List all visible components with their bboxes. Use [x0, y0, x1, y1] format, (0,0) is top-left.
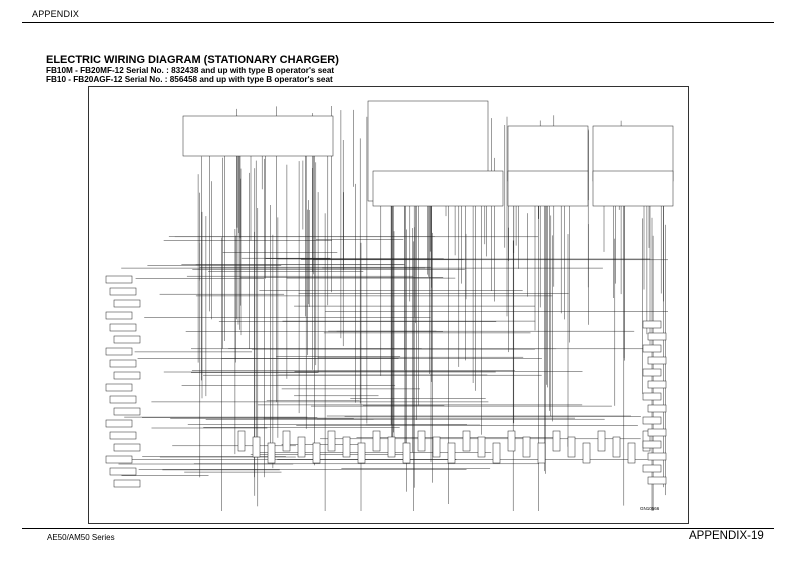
right-component-10 [642, 440, 662, 449]
diagram-code: GN10566 [640, 506, 660, 511]
left-component-1 [109, 287, 137, 296]
left-component-15 [105, 455, 133, 464]
bottom-connector-24 [597, 430, 606, 452]
footer-page-number: APPENDIX-19 [689, 530, 764, 542]
bottom-connector-10 [387, 436, 396, 458]
right-component-11 [647, 452, 667, 461]
left-component-8 [113, 371, 141, 380]
controller-box-2 [592, 170, 674, 207]
bottom-connector-3 [282, 430, 291, 452]
component-layer [105, 100, 674, 488]
bottom-connector-6 [327, 430, 336, 452]
bottom-connector-4 [297, 436, 306, 458]
right-component-7 [647, 404, 667, 413]
left-component-14 [113, 443, 141, 452]
footer-rule [22, 528, 774, 529]
bottom-connector-16 [477, 436, 486, 458]
left-component-4 [109, 323, 137, 332]
left-component-3 [105, 311, 133, 320]
bottom-connector-1 [252, 436, 261, 458]
bottom-connector-5 [312, 442, 321, 464]
left-component-16 [109, 467, 137, 476]
right-component-3 [647, 356, 667, 365]
bottom-connector-21 [552, 430, 561, 452]
module-box-0 [182, 115, 334, 157]
left-component-10 [109, 395, 137, 404]
footer-series: AE50/AM50 Series [47, 533, 115, 542]
bottom-connector-20 [537, 442, 546, 464]
left-component-6 [105, 347, 133, 356]
wiring-diagram-canvas [88, 86, 689, 524]
left-component-11 [113, 407, 141, 416]
bottom-connector-9 [372, 430, 381, 452]
bottom-connector-17 [492, 442, 501, 464]
bottom-connector-25 [612, 436, 621, 458]
left-component-9 [105, 383, 133, 392]
bottom-connector-7 [342, 436, 351, 458]
right-component-2 [642, 344, 662, 353]
right-component-6 [642, 392, 662, 401]
section-label: APPENDIX [32, 9, 80, 19]
bottom-connector-2 [267, 442, 276, 464]
left-component-0 [105, 275, 133, 284]
header-rule [22, 22, 774, 23]
bottom-connector-22 [567, 436, 576, 458]
left-component-5 [113, 335, 141, 344]
left-component-13 [109, 431, 137, 440]
page-header: APPENDIX [22, 0, 774, 26]
right-component-12 [642, 464, 662, 473]
controller-box-0 [372, 170, 504, 207]
left-component-17 [113, 479, 141, 488]
left-component-2 [113, 299, 141, 308]
bottom-connector-11 [402, 442, 411, 464]
controller-box-1 [507, 170, 589, 207]
bottom-connector-14 [447, 442, 456, 464]
diagram-subtitle-2: FB10 - FB20AGF-12 Serial No. : 856458 an… [46, 75, 333, 84]
bottom-connector-19 [522, 436, 531, 458]
right-component-8 [642, 416, 662, 425]
bottom-connector-13 [432, 436, 441, 458]
bottom-connector-18 [507, 430, 516, 452]
bottom-connector-12 [417, 430, 426, 452]
left-component-12 [105, 419, 133, 428]
diagram-frame [88, 86, 689, 524]
right-component-13 [647, 476, 667, 485]
bottom-connector-15 [462, 430, 471, 452]
right-component-0 [642, 320, 662, 329]
right-component-4 [642, 368, 662, 377]
bottom-connector-0 [237, 430, 246, 452]
diagram-subtitle-1: FB10M - FB20MF-12 Serial No. : 832438 an… [46, 66, 335, 75]
right-component-5 [647, 380, 667, 389]
bottom-connector-8 [357, 442, 366, 464]
right-component-9 [647, 428, 667, 437]
right-component-1 [647, 332, 667, 341]
bottom-connector-26 [627, 442, 636, 464]
bottom-connector-23 [582, 442, 591, 464]
wiring-diagram [88, 86, 689, 524]
diagram-title: ELECTRIC WIRING DIAGRAM (STATIONARY CHAR… [46, 54, 339, 66]
left-component-7 [109, 359, 137, 368]
